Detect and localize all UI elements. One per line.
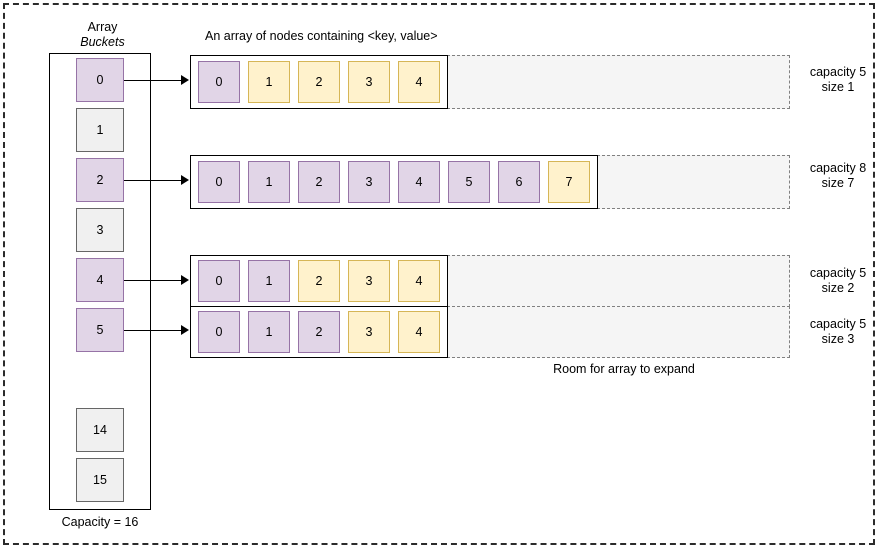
array-size-label: size 2 [821,281,855,295]
node-cell-4-1: 1 [248,260,290,302]
array-size-label: size 3 [821,332,855,346]
expand-annotation: Room for array to expand [458,362,790,378]
node-cell-label: 5 [465,175,473,189]
bucket-cell-label: 2 [96,173,104,187]
bucket-array-container [49,53,151,510]
array-capacity-label: capacity 5 [809,266,867,280]
node-cell-2-7: 7 [548,161,590,203]
bucket-cell-label: 1 [96,123,104,137]
bucket-cell-label: 5 [96,323,104,337]
bucket-cell-15: 15 [76,458,124,502]
node-cell-2-6: 6 [498,161,540,203]
node-cell-0-4: 4 [398,61,440,103]
bucket-cell-0: 0 [76,58,124,102]
bucket-cell-2: 2 [76,158,124,202]
node-cell-label: 3 [365,75,373,89]
bucket-array-title-line2: Buckets [80,35,125,49]
arrow-head-icon-bucket-4 [181,275,189,285]
bucket-cell-label: 14 [93,423,107,437]
arrow-head-icon-bucket-2 [181,175,189,185]
node-cell-label: 1 [265,274,273,288]
node-cell-label: 0 [215,75,223,89]
node-cell-2-1: 1 [248,161,290,203]
diagram-outer-frame [3,3,875,545]
node-cell-5-1: 1 [248,311,290,353]
node-cell-label: 3 [365,175,373,189]
node-cell-label: 0 [215,175,223,189]
expand-annotation-label: Room for array to expand [458,362,790,376]
node-cell-5-2: 2 [298,311,340,353]
bucket-cell-14: 14 [76,408,124,452]
node-cell-label: 1 [265,175,273,189]
bucket-array-title-line1: Array [87,20,118,34]
array-capacity-label: capacity 5 [809,65,867,79]
bucket-cell-3: 3 [76,208,124,252]
array-capacity-label: capacity 8 [809,161,867,175]
arrow-line-bucket-2 [124,180,181,181]
array-size-label: size 7 [821,176,855,190]
expand-region-0 [447,55,790,109]
node-cell-label: 1 [265,75,273,89]
arrow-line-bucket-4 [124,280,181,281]
node-cell-0-1: 1 [248,61,290,103]
array-capacity-label: capacity 5 [809,317,867,331]
arrow-line-bucket-5 [124,330,181,331]
arrow-head-icon-bucket-0 [181,75,189,85]
arrow-line-bucket-0 [124,80,181,81]
node-cell-label: 2 [315,274,323,288]
node-cell-2-2: 2 [298,161,340,203]
arrow-head-icon-bucket-5 [181,325,189,335]
node-cell-label: 1 [265,325,273,339]
bucket-capacity-label: Capacity = 16 [61,515,139,529]
node-cell-label: 0 [215,325,223,339]
bucket-cell-label: 4 [96,273,104,287]
node-cell-label: 4 [415,325,423,339]
node-cell-4-2: 2 [298,260,340,302]
bucket-cell-1: 1 [76,108,124,152]
expand-region-3 [447,306,790,358]
bucket-cell-4: 4 [76,258,124,302]
node-cell-4-3: 3 [348,260,390,302]
node-cell-label: 3 [365,325,373,339]
node-cell-4-0: 0 [198,260,240,302]
expand-region-1 [597,155,790,209]
bucket-array-title: Array Buckets [50,20,155,50]
node-cell-label: 2 [315,75,323,89]
array-size-label: size 1 [821,80,855,94]
node-cell-label: 6 [515,175,523,189]
node-cell-label: 2 [315,325,323,339]
node-array-header: An array of nodes containing <key, value… [205,29,438,43]
node-cell-5-3: 3 [348,311,390,353]
node-cell-0-3: 3 [348,61,390,103]
node-cell-5-4: 4 [398,311,440,353]
node-cell-label: 3 [365,274,373,288]
node-cell-0-0: 0 [198,61,240,103]
node-cell-2-4: 4 [398,161,440,203]
node-cell-label: 4 [415,75,423,89]
node-cell-label: 4 [415,274,423,288]
node-cell-label: 0 [215,274,223,288]
node-cell-0-2: 2 [298,61,340,103]
node-cell-label: 4 [415,175,423,189]
bucket-cell-label: 15 [93,473,107,487]
node-cell-5-0: 0 [198,311,240,353]
bucket-cell-label: 0 [96,73,104,87]
bucket-cell-5: 5 [76,308,124,352]
node-cell-2-5: 5 [448,161,490,203]
node-cell-label: 2 [315,175,323,189]
expand-region-2 [447,255,790,307]
node-cell-label: 7 [565,175,573,189]
node-cell-2-0: 0 [198,161,240,203]
bucket-cell-label: 3 [96,223,104,237]
node-cell-2-3: 3 [348,161,390,203]
node-cell-4-4: 4 [398,260,440,302]
